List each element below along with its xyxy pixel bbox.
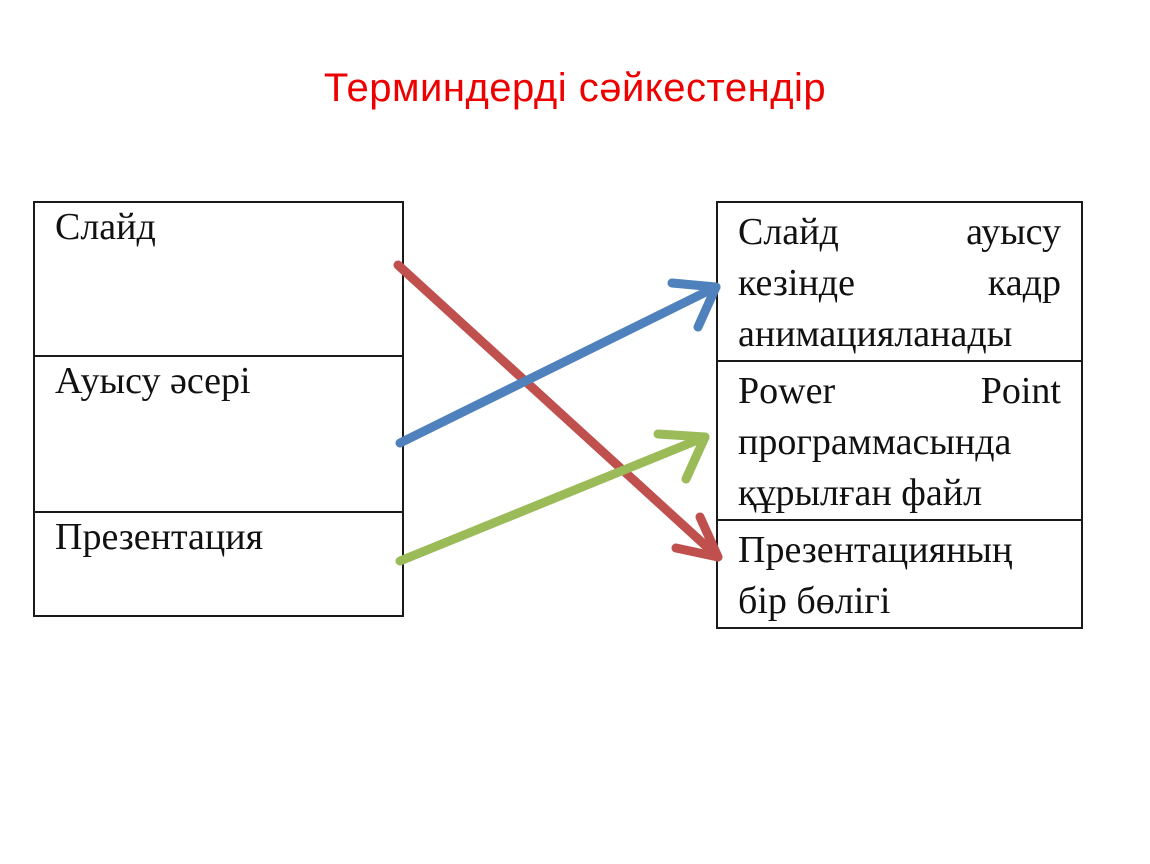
term-cell-transition-effect: Ауысу әсері [33, 355, 404, 513]
red-arrow [393, 260, 723, 562]
definition-cell-file: Power Point программасында құрылған файл [716, 360, 1083, 521]
definition-line: бір бөлігі [738, 580, 891, 622]
definition-row: Слайд ауысу кезінде кадр анимацияланады [716, 201, 1083, 362]
definition-line: Презентацияның [738, 529, 1013, 571]
green-arrow [395, 429, 710, 566]
definition-cell-animation: Слайд ауысу кезінде кадр анимацияланады [716, 201, 1083, 362]
definition-cell-part: Презентацияның бір бөлігі [716, 519, 1083, 629]
definition-line: программасында [738, 421, 1012, 463]
term-row: Презентация [33, 511, 404, 617]
terms-table: Слайд Ауысу әсері Презентация [33, 201, 404, 617]
definition-line: құрылған файл [738, 472, 983, 514]
definition-line: анимацияланады [738, 313, 1013, 355]
term-row: Ауысу әсері [33, 355, 404, 513]
definition-line: кезінде кадр [738, 262, 1061, 304]
definition-line: Power Point [738, 370, 1061, 412]
term-row: Слайд [33, 201, 404, 357]
definition-row: Power Point программасында құрылған файл [716, 360, 1083, 521]
blue-arrow [395, 278, 721, 448]
slide-title: Терминдерді сәйкестендір [323, 66, 827, 110]
definition-row: Презентацияның бір бөлігі [716, 519, 1083, 629]
term-cell-slide: Слайд [33, 201, 404, 357]
definition-line: Слайд ауысу [738, 211, 1061, 253]
definitions-table: Слайд ауысу кезінде кадр анимацияланады … [716, 201, 1083, 629]
term-cell-presentation: Презентация [33, 511, 404, 617]
